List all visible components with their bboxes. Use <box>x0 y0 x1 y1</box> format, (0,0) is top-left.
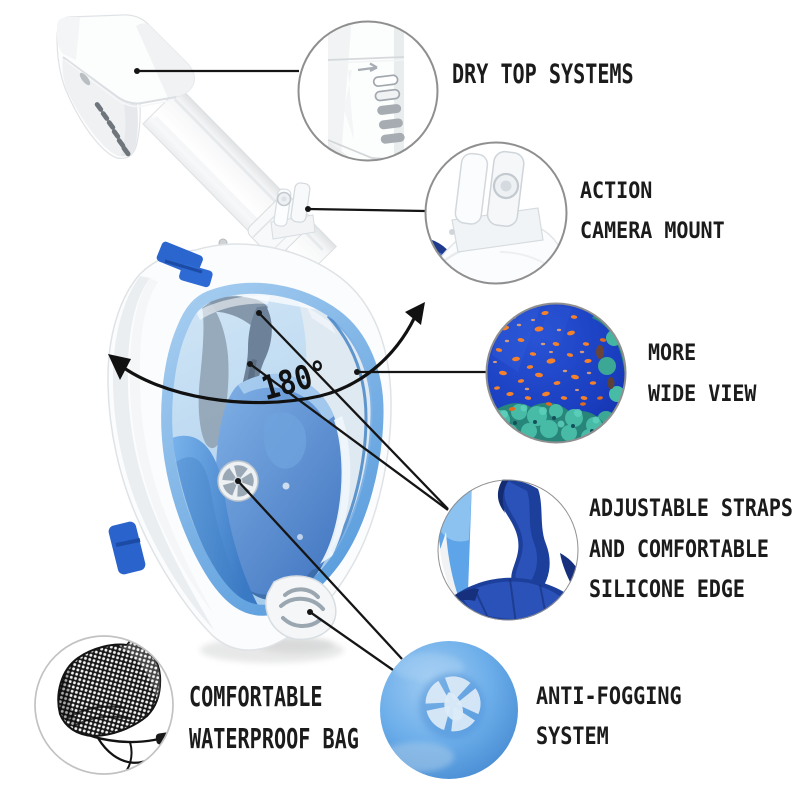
callout-wide-view <box>485 302 627 444</box>
label-line: WATERPROOF BAG <box>189 718 425 760</box>
purge-valve <box>265 575 337 641</box>
label-line: ANTI-FOGGING <box>536 676 709 716</box>
fish-school <box>494 310 597 400</box>
label-camera-mount: ACTION CAMERA MOUNT <box>580 172 739 252</box>
dry-top-cap <box>56 14 195 160</box>
label-text: WIDE VIEW <box>648 382 757 407</box>
connector-dots <box>134 68 360 615</box>
label-line: ADJUSTABLE STRAPS <box>589 488 800 529</box>
label-line: ACTION <box>580 172 739 212</box>
label-line: COMFORTABLE <box>189 676 425 718</box>
label-text: ADJUSTABLE STRAPS <box>589 494 793 522</box>
label-line: DRY TOP SYSTEMS <box>452 54 696 95</box>
label-text: ACTION <box>580 179 653 204</box>
strap-clip-bottom <box>108 521 146 575</box>
label-line: WIDE VIEW <box>648 374 767 415</box>
label-text: SILICONE EDGE <box>589 575 745 603</box>
label-anti-fog: ANTI-FOGGING SYSTEM <box>536 676 709 756</box>
label-wide-view: MORE WIDE VIEW <box>648 333 767 415</box>
label-text: ANTI-FOGGING <box>536 682 682 710</box>
label-line: CAMERA MOUNT <box>580 212 739 252</box>
label-text: DRY TOP SYSTEMS <box>452 59 634 90</box>
camera-mount <box>270 182 316 240</box>
label-text: AND COMFORTABLE <box>589 534 769 563</box>
connector-lines <box>137 69 487 671</box>
label-straps: ADJUSTABLE STRAPS AND COMFORTABLE SILICO… <box>589 488 800 610</box>
label-text: WATERPROOF BAG <box>189 722 359 755</box>
snorkel-tube <box>56 14 338 284</box>
label-text: MORE <box>648 341 697 366</box>
callout-anti-fog <box>380 641 518 779</box>
label-text: CAMERA MOUNT <box>580 219 725 244</box>
label-line: MORE <box>648 333 767 374</box>
label-line: AND COMFORTABLE <box>589 529 800 570</box>
callout-bag <box>34 635 174 775</box>
mask-window <box>172 288 379 610</box>
label-line: SILICONE EDGE <box>589 569 800 610</box>
label-line: SYSTEM <box>536 716 709 756</box>
label-dry-top: DRY TOP SYSTEMS <box>452 54 696 95</box>
callout-dry-top <box>297 20 439 162</box>
fov-arrow <box>108 302 425 405</box>
label-text: COMFORTABLE <box>189 680 323 713</box>
callout-camera-mount <box>424 141 568 285</box>
mask <box>107 241 392 651</box>
strap-clip-top <box>156 241 213 288</box>
label-bag: COMFORTABLE WATERPROOF BAG <box>189 676 425 760</box>
label-text: SYSTEM <box>536 722 609 750</box>
